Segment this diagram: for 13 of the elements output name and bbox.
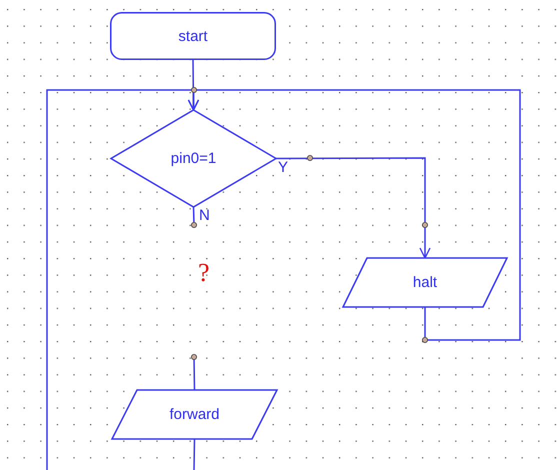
connector-arrow: [276, 157, 431, 259]
connector-arrow: [46, 89, 200, 470]
edge-label: Y: [278, 160, 288, 175]
io-parallelogram: [343, 258, 507, 307]
io-parallelogram: [112, 390, 277, 439]
node-label: forward: [169, 406, 220, 423]
question-mark: ?: [198, 260, 210, 286]
terminator-box: [110, 12, 276, 60]
node-label: pin0=1: [170, 150, 216, 167]
edge-label: N: [199, 208, 210, 223]
node-label: halt: [412, 274, 438, 291]
decision-diamond: [111, 110, 276, 207]
node-label: start: [178, 28, 208, 44]
